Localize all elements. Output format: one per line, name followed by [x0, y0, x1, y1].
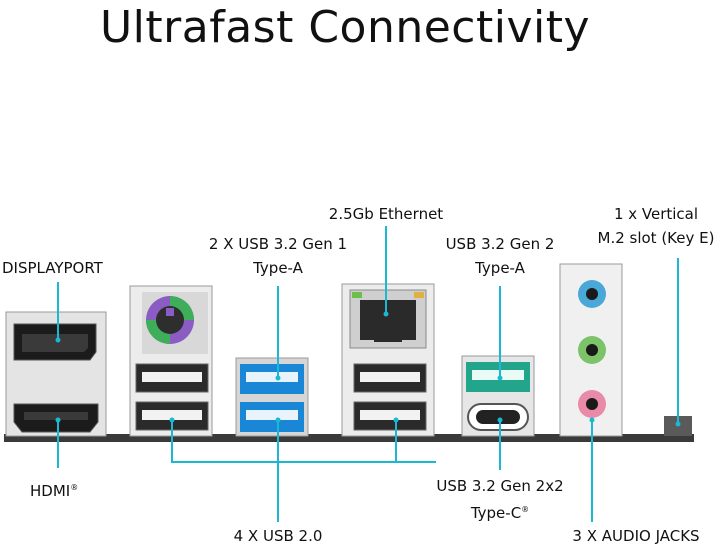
ethernet-usb20-block [341, 283, 435, 437]
label-usb32-gen2-line2: Type-A [475, 259, 525, 277]
label-usb32-gen2-line1: USB 3.2 Gen 2 [445, 235, 555, 253]
label-m2-line2: M.2 slot (Key E) [597, 229, 715, 247]
label-usb20: 4 X USB 2.0 [233, 527, 323, 545]
usb-typec-port [476, 410, 520, 424]
label-usb32-gen1-line1: 2 X USB 3.2 Gen 1 [208, 235, 348, 253]
label-usb-gen2x2-line2: Type-C® [428, 498, 572, 525]
label-hdmi-text: HDMI [30, 482, 71, 500]
label-usb-gen2x2: USB 3.2 Gen 2x2 Type-C® [428, 474, 572, 525]
label-displayport: DISPLAYPORT [2, 259, 103, 277]
usb32-gen1-block [235, 357, 309, 437]
label-typec-text: Type-C [470, 504, 522, 522]
label-usb32-gen1-line2: Type-A [253, 259, 303, 277]
usb32-gen2-block [461, 355, 535, 437]
label-m2-slot: 1 x Vertical M.2 slot (Key E) [592, 202, 720, 250]
label-typec-mark: ® [521, 505, 530, 514]
label-hdmi-mark: ® [70, 483, 79, 492]
page-title: Ultrafast Connectivity [99, 2, 591, 53]
displayport-hdmi-block [5, 311, 107, 437]
label-hdmi: HDMI® [30, 476, 78, 503]
io-base-bar [4, 434, 694, 442]
label-m2-line1: 1 x Vertical [613, 205, 699, 223]
label-audio-jacks: 3 X AUDIO JACKS [572, 527, 700, 545]
label-ethernet: 2.5Gb Ethernet [328, 205, 444, 223]
audio-jacks-block [559, 263, 623, 437]
label-usb32-gen2: USB 3.2 Gen 2 Type-A [432, 232, 568, 280]
callout-lines [57, 226, 679, 522]
label-usb-gen2x2-line1: USB 3.2 Gen 2x2 [436, 477, 564, 495]
ps2-usb20-block [129, 285, 213, 437]
label-usb32-gen1: 2 X USB 3.2 Gen 1 Type-A [198, 232, 358, 280]
